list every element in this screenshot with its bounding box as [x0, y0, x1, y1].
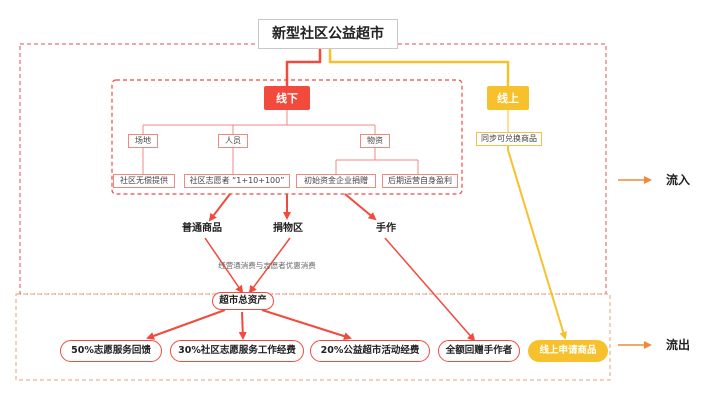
output-online-apply: 线上申请商品: [528, 340, 608, 362]
consumption-note: 经营通消费与志愿者优惠消费: [218, 261, 316, 271]
link-offline-trunk: [142, 110, 376, 134]
link-donation-assets: [248, 237, 291, 294]
link-handmade-gift: [384, 237, 476, 342]
output-service-funds: 30%社区志愿服务工作经费: [170, 340, 304, 362]
node-donation-area: 捐物区: [273, 223, 303, 234]
detail-initial-funds: 初始资金企业捐赠: [296, 174, 376, 188]
link-material-detail: [335, 148, 419, 174]
link-assets-out3: [261, 309, 352, 340]
detail-later-ops: 后期运营自身盈利: [382, 174, 458, 188]
link-online-apply: [507, 146, 568, 340]
node-total-assets: 超市总资产: [212, 292, 274, 310]
output-activity-funds: 20%公益超市活动经费: [310, 340, 430, 362]
category-materials: 物资: [360, 134, 390, 148]
link-assets-out1: [146, 309, 226, 340]
diagram-title: 新型社区公益超市: [258, 19, 398, 49]
link-assets-out2: [238, 311, 247, 340]
link-title-online: [328, 49, 510, 86]
offline-node: 线下: [264, 86, 310, 110]
inflow-label: 流入: [665, 173, 690, 187]
outflow-label: 流出: [665, 338, 690, 352]
output-maker-gift: 全额回赠手作者: [438, 340, 520, 362]
detail-volunteers: 社区志愿者 “1+10+100”: [184, 174, 290, 188]
link-to-goods: [208, 193, 231, 222]
node-ordinary-goods: 普通商品: [182, 223, 222, 234]
online-sync-node: 同步可兑换商品: [476, 132, 542, 146]
link-goods-assets: [204, 237, 244, 294]
output-volunteer-reward: 50%志愿服务回馈: [60, 340, 162, 362]
node-handmade: 手作: [376, 223, 396, 234]
link-title-offline: [285, 49, 322, 86]
category-site: 场地: [128, 134, 158, 148]
online-node: 线上: [487, 86, 529, 110]
inflow-frame: [19, 43, 607, 295]
category-people: 人员: [218, 134, 248, 148]
detail-site-free: 社区无偿提供: [113, 174, 175, 188]
outflow-frame: [15, 293, 611, 381]
link-to-handmade: [344, 193, 377, 221]
